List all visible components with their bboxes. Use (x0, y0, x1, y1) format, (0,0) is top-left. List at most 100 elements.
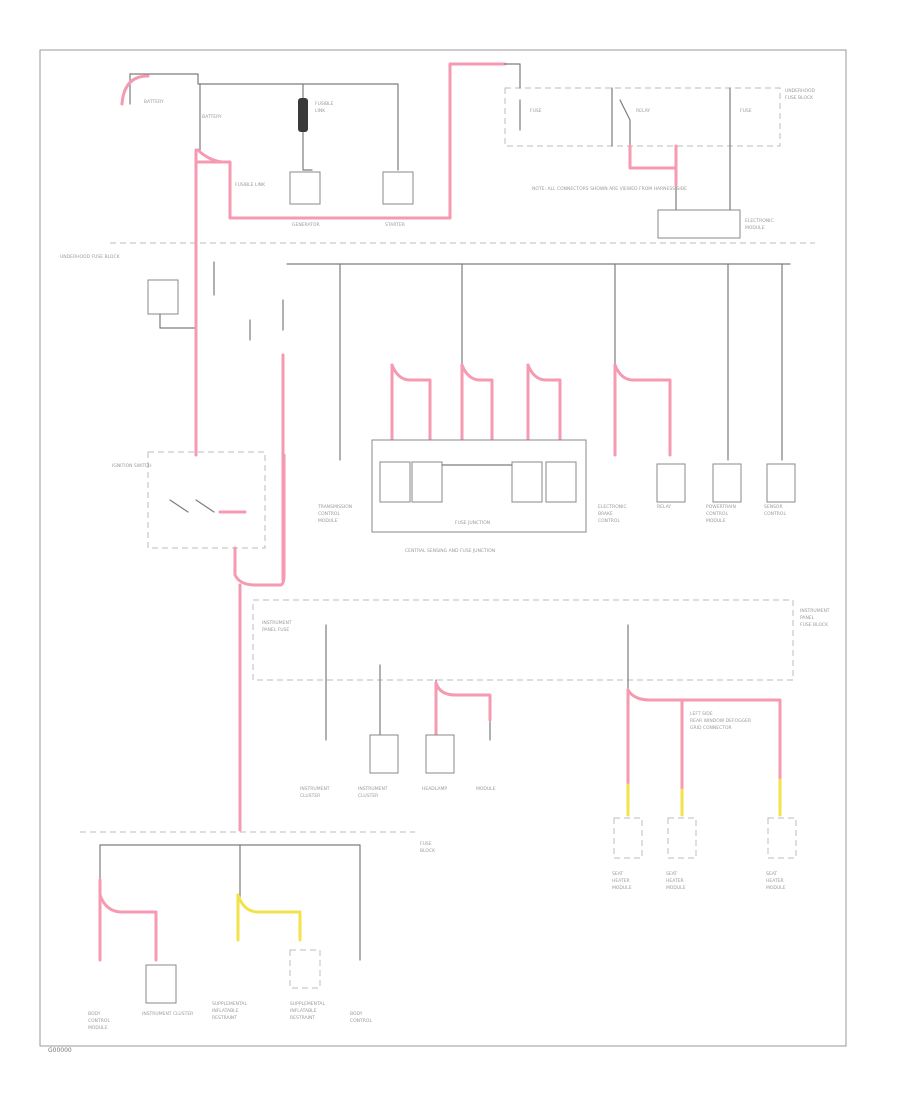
svg-text:MODULE: MODULE (476, 786, 496, 792)
module-box-top-right (657, 209, 741, 239)
underhood-block-label: UNDERHOOD FUSE BLOCK (60, 254, 121, 260)
module-cell-2 (411, 461, 443, 503)
svg-text:MODULE: MODULE (666, 885, 686, 891)
svg-text:RESTRAINT: RESTRAINT (290, 1015, 315, 1021)
svg-text:BLOCK: BLOCK (420, 848, 436, 854)
svg-text:HEATER: HEATER (766, 878, 784, 884)
figure-id: G00000 (48, 1047, 72, 1054)
svg-text:FUSE: FUSE (530, 108, 542, 114)
module-connectors-row: FUSE JUNCTION CENTRAL SENSING AND FUSE J… (317, 439, 796, 554)
fusible-link-generator (298, 98, 308, 132)
svg-text:ELECTRONIC: ELECTRONIC (745, 218, 774, 224)
svg-text:INSTRUMENT: INSTRUMENT (358, 786, 388, 792)
ignition-switch-section: IGNITION SWITCH (112, 451, 286, 832)
svg-text:HEATER: HEATER (612, 878, 630, 884)
svg-text:GRID CONNECTOR: GRID CONNECTOR (690, 725, 732, 731)
svg-text:RELAY: RELAY (657, 504, 671, 510)
svg-text:REAR WINDOW DEFOGGER: REAR WINDOW DEFOGGER (690, 718, 751, 724)
svg-text:LEFT SIDE: LEFT SIDE (690, 711, 713, 717)
svg-text:STARTER: STARTER (385, 222, 405, 228)
svg-text:POWERTRAIN: POWERTRAIN (706, 504, 736, 510)
svg-text:PANEL: PANEL (800, 615, 815, 621)
module-cell-1 (379, 461, 411, 503)
svg-text:SEAT: SEAT (612, 871, 623, 877)
fuse-junction-label: FUSE JUNCTION (455, 520, 490, 526)
svg-text:BODY: BODY (88, 1011, 101, 1017)
svg-text:RELAY: RELAY (636, 108, 650, 114)
starter-box (382, 171, 414, 205)
svg-text:CLUSTER: CLUSTER (358, 793, 378, 799)
connector-box-i (145, 964, 177, 1004)
svg-text:BRAKE: BRAKE (598, 511, 613, 517)
svg-text:SUPPLEMENTAL: SUPPLEMENTAL (290, 1001, 325, 1007)
svg-text:HEATER: HEATER (666, 878, 684, 884)
svg-text:FUSIBLE LINK: FUSIBLE LINK (235, 182, 266, 188)
svg-text:MODULE: MODULE (318, 518, 338, 524)
svg-text:INSTRUMENT: INSTRUMENT (262, 620, 292, 626)
svg-text:CONTROL: CONTROL (350, 1018, 372, 1024)
svg-text:FUSE BLOCK: FUSE BLOCK (800, 622, 829, 628)
svg-text:BATTERY: BATTERY (144, 99, 164, 105)
svg-text:INFLATABLE: INFLATABLE (290, 1008, 317, 1014)
svg-text:GENERATOR: GENERATOR (292, 222, 320, 228)
svg-text:SENSOR: SENSOR (764, 504, 783, 510)
svg-text:ELECTRONIC: ELECTRONIC (598, 504, 627, 510)
svg-text:CONTROL: CONTROL (88, 1018, 110, 1024)
svg-text:LINK: LINK (315, 108, 326, 114)
svg-text:SEAT: SEAT (766, 871, 777, 877)
svg-text:TRANSMISSION: TRANSMISSION (317, 504, 352, 510)
connector-dash-f (613, 817, 643, 859)
fuse-box-left (147, 279, 179, 315)
svg-text:INSTRUMENT: INSTRUMENT (300, 786, 330, 792)
relay-block-outline (504, 87, 781, 147)
svg-text:MODULE: MODULE (706, 518, 726, 524)
connector-dash-j (289, 949, 321, 989)
instrument-panel-block: INSTRUMENT PANEL FUSE BLOCK INSTRUMENT P… (252, 599, 830, 891)
svg-text:SUPPLEMENTAL: SUPPLEMENTAL (212, 1001, 247, 1007)
ip-block-outline (252, 599, 794, 681)
note-text: NOTE: ALL CONNECTORS SHOWN ARE VIEWED FR… (532, 186, 687, 192)
svg-text:CONTROL: CONTROL (764, 511, 786, 517)
connector-dash-g (667, 817, 697, 859)
relay-block-section: FUSE RELAY FUSE UNDERHOOD FUSE BLOCK NOT… (504, 63, 816, 239)
connector-box-c (766, 463, 796, 503)
fuse-row-connections (194, 241, 783, 582)
module-cell-4 (545, 461, 577, 503)
svg-text:BATTERY: BATTERY (202, 114, 222, 120)
svg-text:MODULE: MODULE (745, 225, 765, 231)
connector-box-a (656, 463, 686, 503)
svg-text:SEAT: SEAT (666, 871, 677, 877)
ignition-switch-label: IGNITION SWITCH (112, 463, 152, 469)
svg-text:MODULE: MODULE (88, 1025, 108, 1031)
svg-text:FUSE BLOCK: FUSE BLOCK (785, 95, 814, 101)
connector-dash-h (767, 817, 797, 859)
connector-box-b (712, 463, 742, 503)
svg-text:FUSE: FUSE (420, 841, 432, 847)
svg-text:HEADLAMP: HEADLAMP (422, 786, 447, 792)
underhood-fuse-bus: UNDERHOOD FUSE BLOCK (60, 254, 791, 373)
central-module-label: CENTRAL SENSING AND FUSE JUNCTION (405, 548, 495, 554)
connector-box-d (369, 734, 399, 774)
ignition-switch-box (147, 451, 266, 549)
module-cell-3 (511, 461, 543, 503)
svg-text:INSTRUMENT: INSTRUMENT (800, 608, 830, 614)
svg-text:MODULE: MODULE (612, 885, 632, 891)
svg-text:RESTRAINT: RESTRAINT (212, 1015, 237, 1021)
svg-text:MODULE: MODULE (766, 885, 786, 891)
instrument-cluster-label: INSTRUMENT CLUSTER (142, 1011, 193, 1017)
svg-text:BODY: BODY (350, 1011, 363, 1017)
battery-generator-starter-section: GENERATOR STARTER BATTERY BATTERY FUSIBL… (120, 62, 507, 245)
svg-text:CLUSTER: CLUSTER (300, 793, 320, 799)
svg-text:UNDERHOOD: UNDERHOOD (785, 88, 816, 94)
svg-text:PANEL FUSE: PANEL FUSE (262, 627, 289, 633)
svg-text:CONTROL: CONTROL (706, 511, 728, 517)
diagram-border (39, 49, 847, 1047)
svg-text:INFLATABLE: INFLATABLE (212, 1008, 239, 1014)
generator-box (289, 171, 321, 205)
svg-text:CONTROL: CONTROL (598, 518, 620, 524)
bottom-section: FUSE BLOCK BODY CONTROL MODULE INSTRUMEN… (80, 831, 436, 1031)
svg-text:CONTROL: CONTROL (318, 511, 340, 517)
svg-text:FUSE: FUSE (740, 108, 752, 114)
